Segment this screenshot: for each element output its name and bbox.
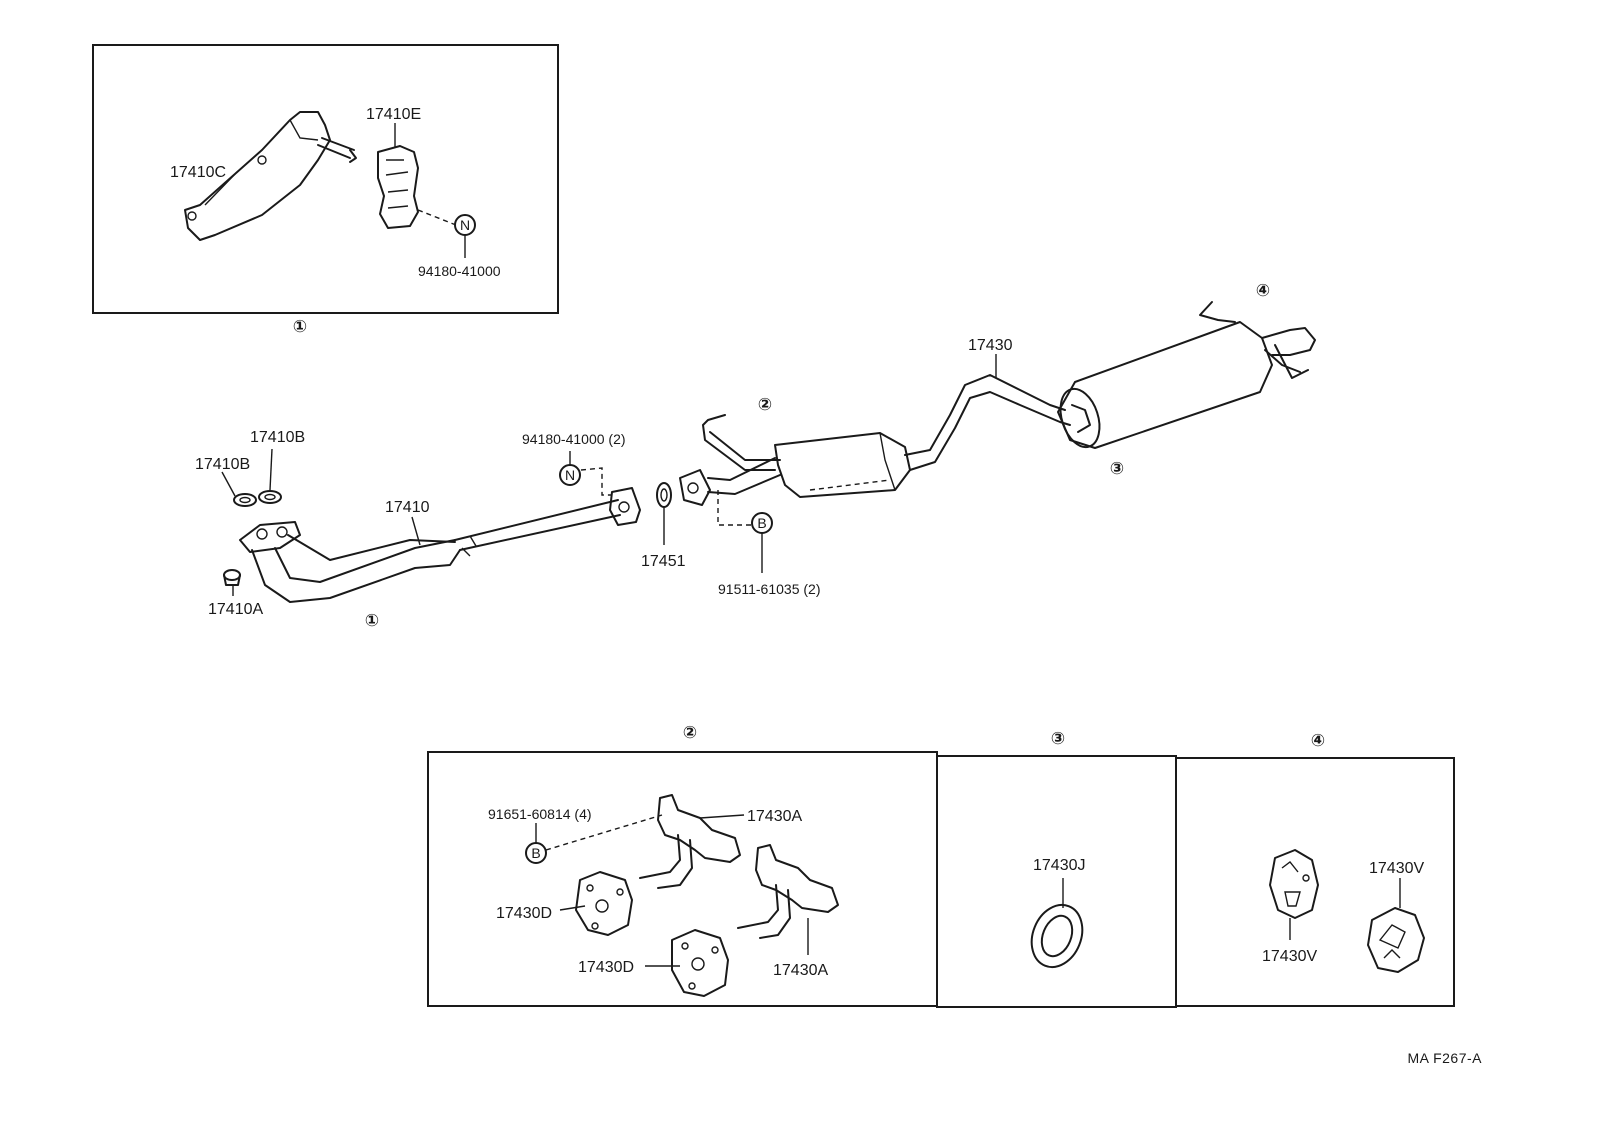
- label-17410b-lower: 17410B: [195, 456, 250, 473]
- callout-2-inset: ②: [683, 723, 697, 742]
- diagram-reference-code: MA F267-A: [1407, 1050, 1482, 1066]
- inset-4-frame: [1175, 757, 1455, 1007]
- label-17451: 17451: [641, 553, 686, 570]
- inset-2-hangers: [427, 751, 938, 1007]
- gaskets-17410b: [233, 490, 282, 507]
- inset-3-ring: [936, 755, 1177, 1008]
- label-17430d-bottom: 17430D: [578, 959, 634, 976]
- bolt-mark: B: [757, 515, 766, 531]
- inset-1-frame: [92, 44, 559, 314]
- label-17410: 17410: [385, 499, 430, 516]
- nut-mark: N: [460, 217, 470, 233]
- center-pipe-section: [679, 374, 1071, 506]
- gasket-17451: [656, 482, 672, 508]
- label-17430j: 17430J: [1033, 857, 1086, 874]
- inset-2-frame: [427, 751, 938, 1007]
- nut-callout-1: N: [454, 214, 476, 236]
- label-17430: 17430: [968, 337, 1013, 354]
- bolt-callout-b-2: B: [525, 842, 547, 864]
- label-17410b-upper: 17410B: [250, 429, 305, 446]
- label-94180-41000-2: 94180-41000 (2): [522, 431, 626, 447]
- callout-1-pipe: ①: [365, 611, 379, 630]
- inset-3-frame: [936, 755, 1177, 1008]
- inset-1-bracket-detail: [92, 44, 559, 314]
- callout-1-inset: ①: [293, 317, 307, 336]
- bolt-mark-2: B: [531, 845, 540, 861]
- inset-4-insulators: [1175, 757, 1455, 1007]
- nut-callout-2: N: [559, 464, 581, 486]
- label-17430v-left: 17430V: [1262, 948, 1317, 965]
- bolt-callout-b-1: B: [751, 512, 773, 534]
- front-pipe-17410: [239, 487, 641, 603]
- label-17430d-top: 17430D: [496, 905, 552, 922]
- label-94180-41000: 94180-41000: [418, 263, 501, 279]
- callout-4-main: ④: [1256, 281, 1270, 300]
- bracket-stud: [317, 137, 357, 163]
- label-17410a: 17410A: [208, 601, 263, 618]
- label-17410c: 17410C: [170, 164, 226, 181]
- label-91651-60814-4: 91651-60814 (4): [488, 806, 592, 822]
- callout-3-main: ③: [1110, 459, 1124, 478]
- label-91511-61035-2: 91511-61035 (2): [718, 581, 820, 597]
- label-17430v-right: 17430V: [1369, 860, 1424, 877]
- nut-mark-2: N: [565, 467, 575, 483]
- label-17430a-bottom: 17430A: [773, 962, 828, 979]
- main-muffler-17430: [1057, 301, 1316, 449]
- callout-4-inset: ④: [1311, 731, 1325, 750]
- callout-2-main: ②: [758, 395, 772, 414]
- label-17430a-top: 17430A: [747, 808, 802, 825]
- hanger-17410e: [377, 145, 419, 229]
- stud-17410a: [223, 569, 241, 586]
- callout-3-inset: ③: [1051, 729, 1065, 748]
- label-17410e: 17410E: [366, 106, 421, 123]
